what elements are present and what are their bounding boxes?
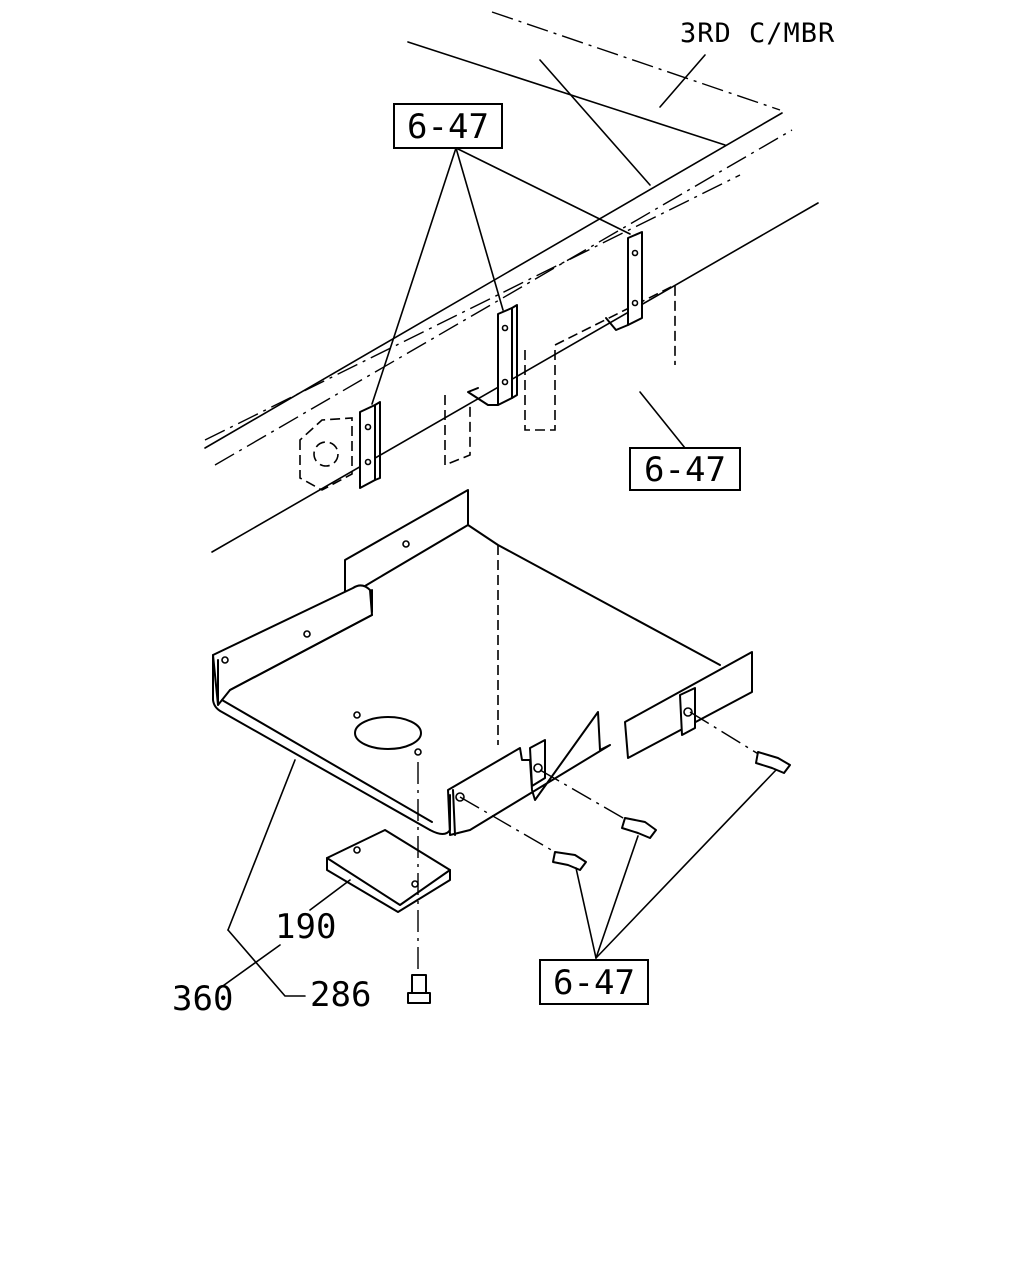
ref-label-right: 6-47 [644,450,726,490]
leader-lines [219,54,777,997]
cross-member-label: 3RD C/MBR [680,18,835,49]
battery-tray [212,489,753,836]
ref-box-top [393,103,503,149]
clamp-plate [326,829,451,913]
bolts [407,711,791,1004]
frame-rails [204,11,819,553]
ref-box-right [629,447,741,491]
labels: 3RD C/MBR 6-47 6-47 6-47 190 360 286 [172,18,835,1019]
part-number-360: 360 [172,979,233,1019]
ref-label-top: 6-47 [407,107,489,147]
part-number-286: 286 [310,975,371,1015]
part-number-190: 190 [275,907,336,947]
ref-label-bottom: 6-47 [553,963,635,1003]
rail-bracket-hidden [299,283,676,491]
ref-box-bottom [539,959,649,1005]
hanger-brackets [359,231,643,489]
